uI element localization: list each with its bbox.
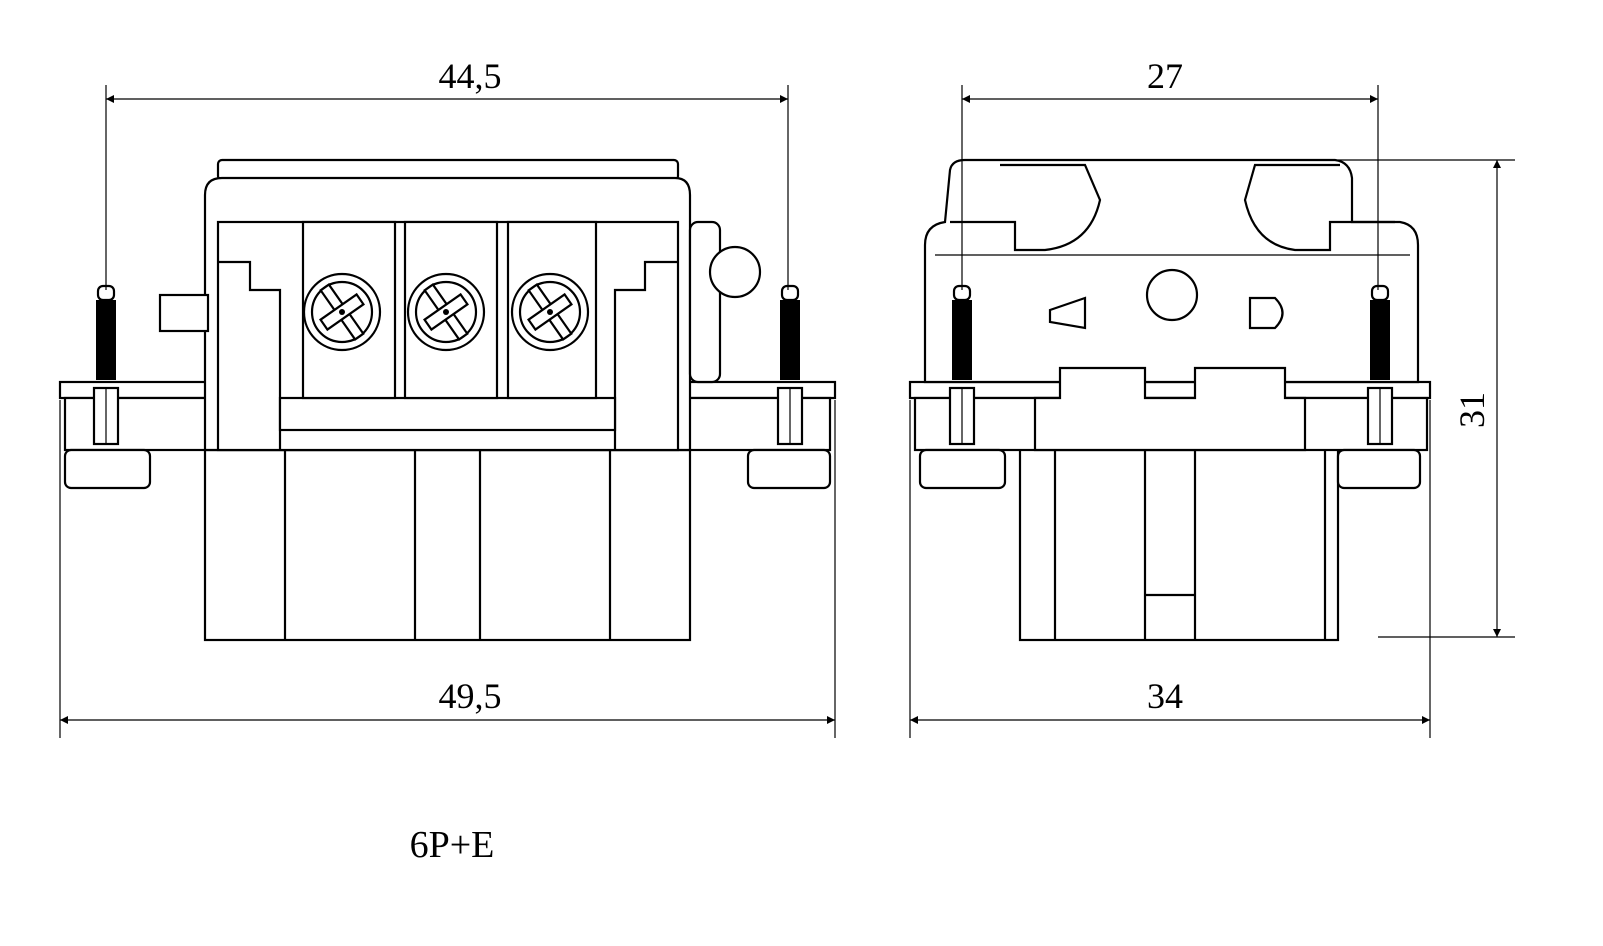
fixing-screw-left-icon [92, 284, 120, 446]
terminal-screw-3-icon [510, 272, 590, 352]
dimension-front-width-bottom: 49,5 [439, 676, 502, 716]
fixing-screw-left-icon [948, 284, 976, 446]
dimension-side-height: 31 [1452, 392, 1492, 428]
front-view [58, 158, 837, 642]
terminal-screw-1-icon [302, 272, 382, 352]
front-body-lower [203, 428, 692, 642]
dimension-side-width-top: 27 [1147, 56, 1183, 96]
dimension-front-width-top: 44,5 [439, 56, 502, 96]
dimension-lines [59, 85, 1515, 738]
drawing-caption: 6P+E [410, 824, 495, 866]
side-view [908, 158, 1432, 642]
fixing-screw-right-icon [776, 284, 804, 446]
dimension-side-width-bottom: 34 [1147, 676, 1183, 716]
terminal-screw-2-icon [406, 272, 486, 352]
fixing-screw-right-icon [1366, 284, 1394, 446]
